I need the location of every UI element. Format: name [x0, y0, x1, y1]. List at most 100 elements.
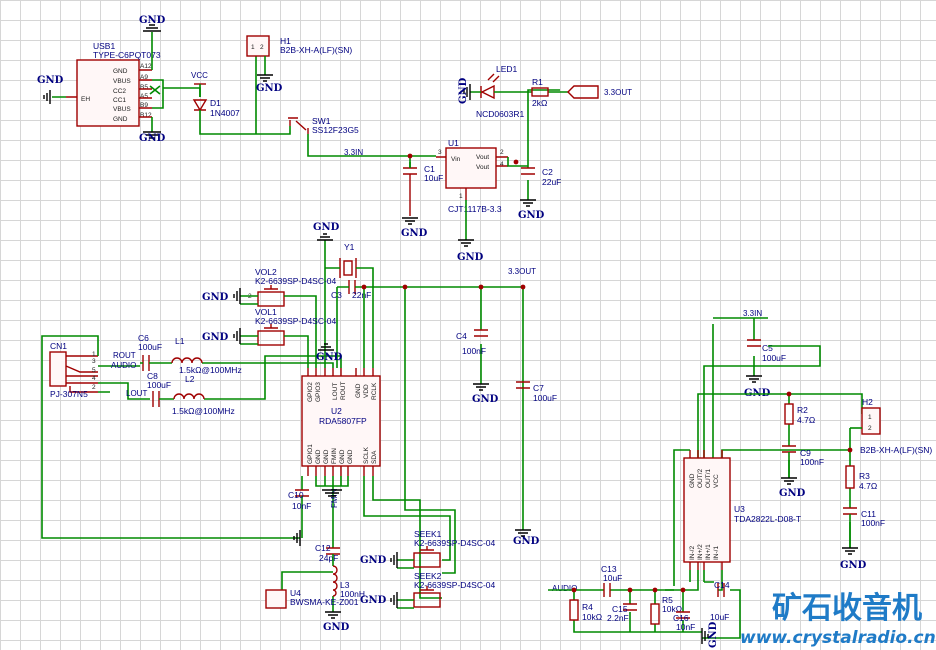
usb1-pin-number: A5 [140, 93, 148, 100]
u3-pin-gnd: GND [689, 473, 696, 488]
gnd-symbol-seek1: GND [360, 552, 398, 568]
r3-value: 4.7Ω [859, 481, 877, 491]
u4-antenna-connector[interactable]: U4 BWSMA-KE-Z001 [265, 588, 359, 609]
c8-capacitor[interactable]: C8 100uF [147, 371, 171, 407]
cn1-value: PJ-307N5 [50, 389, 88, 399]
c10-value: 10nF [292, 501, 311, 511]
gnd-symbol-u2-bottom [322, 489, 342, 497]
c16-capacitor[interactable]: C16 10nF [673, 611, 695, 632]
l3-ref: L3 [340, 580, 350, 590]
y1-crystal[interactable]: Y1 [339, 242, 357, 278]
c1-value: 10uF [424, 173, 443, 183]
gnd-symbol-u1: GND [457, 239, 484, 263]
u3-audio-amplifier[interactable]: U3 TDA2822L-D08-T GND OUT/2 OUT/1 VCC IN… [683, 450, 801, 570]
gnd-label: GND [401, 228, 428, 239]
c6-capacitor[interactable]: C6 100uF [138, 333, 162, 371]
c9-capacitor[interactable]: C9 100nF [782, 445, 824, 478]
vol2-button[interactable]: 2 VOL2 K2-6639SP-D4SC-04 [248, 267, 337, 307]
h2-header[interactable]: 1 2 H2 B2B-XH-A(LF)(SN) [860, 397, 932, 455]
net-label-3v3out: 3.3OUT [604, 88, 632, 97]
usb1-pin-name: CC2 [113, 88, 126, 95]
u2-pin-gnd: GND [355, 383, 362, 398]
usb1-pin-name: CC1 [113, 97, 126, 104]
vcc-flag: VCC [191, 71, 208, 97]
u2-fm-receiver[interactable]: U2 RDA5807FP GPIO2 GPIO3 LOUT ROUT GND V… [301, 368, 381, 476]
h1-pin-2: 2 [260, 44, 264, 51]
r3-resistor[interactable]: R3 4.7Ω [845, 465, 877, 491]
r4-resistor[interactable]: R4 10kΩ [569, 599, 602, 622]
c11-capacitor[interactable]: C11 100nF [843, 507, 885, 548]
c15-capacitor[interactable]: C15 2.2nF [607, 603, 637, 623]
l1-ref: L1 [175, 336, 185, 346]
u2-pin-rout: ROUT [340, 382, 347, 400]
c3-value: 22nF [352, 290, 371, 300]
gnd-label: GND [139, 15, 166, 26]
c2-ref: C2 [542, 167, 553, 177]
c2-capacitor[interactable]: C2 22uF [521, 167, 561, 187]
u3-pin-in-2: IN-/2 [689, 546, 696, 560]
gnd-symbol-c9: GND [779, 477, 806, 499]
sw1-switch[interactable]: SW1 SS12F23G5 [288, 116, 359, 135]
gnd-label: GND [313, 222, 340, 233]
u1-pin-number: 3 [438, 149, 442, 156]
c13-capacitor[interactable]: C13 10uF [601, 564, 622, 597]
h1-pin-1: 1 [251, 44, 255, 51]
c14-capacitor[interactable]: C14 10uF [710, 580, 730, 622]
u2-pin-vdd: VDD [363, 384, 370, 398]
h1-header[interactable]: 1 2 H1 B2B-XH-A(LF)(SN) [246, 35, 352, 57]
vol1-ref: VOL1 [255, 307, 277, 317]
net-label-rout: ROUT [113, 351, 136, 360]
u1-pin-number: 2 [500, 149, 504, 156]
gnd-symbol-c7: GND [513, 529, 540, 547]
u3-pin-in+2: IN+/2 [697, 544, 704, 560]
c14-value: 10uF [710, 612, 729, 622]
c11-ref: C11 [861, 509, 876, 519]
c12-capacitor[interactable]: C12 24pF [315, 543, 340, 563]
seek2-button[interactable]: SEEK2 K2-6639SP-D4SC-04 [413, 571, 496, 608]
l2-inductor[interactable]: L2 1.5kΩ@100MHz [172, 374, 235, 416]
c16-ref: C16 [673, 613, 689, 623]
u3-pin-out1: OUT/1 [705, 468, 712, 488]
u2-pin-gpio2: GPIO2 [307, 382, 314, 402]
d1-ref: D1 [210, 98, 221, 108]
u1-pin-vin: Vin [451, 156, 461, 163]
gnd-label: GND [316, 352, 343, 363]
d1-value: 1N4007 [210, 108, 240, 118]
d1-diode[interactable]: D1 1N4007 [192, 98, 240, 118]
u3-pin-in+1: IN+/1 [705, 544, 712, 560]
l3-inductor[interactable]: L3 100nH [332, 565, 365, 599]
cn1-jack[interactable]: CN1 PJ-307N5 1 3 5 4 2 [49, 341, 98, 399]
c5-capacitor[interactable]: C5 100uF [747, 339, 786, 363]
u1-pin-vout: Vout [476, 154, 489, 161]
vol1-button[interactable]: VOL1 K2-6639SP-D4SC-04 [255, 307, 337, 346]
u2-pin-lout: LOUT [332, 383, 339, 400]
u3-pin-vcc: VCC [713, 474, 720, 488]
r2-resistor[interactable]: R2 4.7Ω [784, 403, 815, 425]
vcc-label: VCC [191, 71, 208, 80]
c10-capacitor[interactable]: C10 10nF [288, 489, 311, 538]
c10-ref: C10 [288, 490, 304, 500]
u1-pin-vout: Vout [476, 164, 489, 171]
vol1-value: K2-6639SP-D4SC-04 [255, 316, 337, 326]
u1-regulator[interactable]: Vin Vout Vout 3 2 4 1 U1 CJT1117B-3.3 [436, 138, 508, 214]
c4-ref: C4 [456, 331, 467, 341]
c1-capacitor[interactable]: C1 10uF [403, 162, 443, 216]
r5-value: 10kΩ [662, 604, 682, 614]
r1-resistor[interactable]: R1 2kΩ [531, 77, 549, 108]
net-port-3v3out: 3.3OUT [567, 85, 632, 99]
gnd-symbol-c2: GND [518, 199, 545, 221]
usb1-connector[interactable]: USB1 TYPE-C6PQT073 EH GND VBUS CC2 CC1 V… [66, 41, 161, 127]
gnd-symbol-led: GND [458, 77, 471, 104]
gnd-symbol-y1: GND [313, 222, 340, 241]
u1-pin-number: 4 [500, 161, 504, 168]
r5-ref: R5 [662, 595, 673, 605]
r4-ref: R4 [582, 602, 593, 612]
r5-resistor[interactable]: R5 10kΩ [650, 595, 682, 625]
c7-capacitor[interactable]: C7 100uF [516, 381, 557, 403]
u1-pin-number: 1 [459, 193, 463, 200]
c4-capacitor[interactable]: C4 100nF [456, 329, 488, 356]
l1-inductor[interactable]: L1 1.5kΩ@100MHz [171, 336, 242, 375]
u2-pin-gnd: GND [339, 449, 346, 464]
usb1-value: TYPE-C6PQT073 [93, 50, 161, 60]
cn1-pin: 5 [92, 367, 96, 374]
